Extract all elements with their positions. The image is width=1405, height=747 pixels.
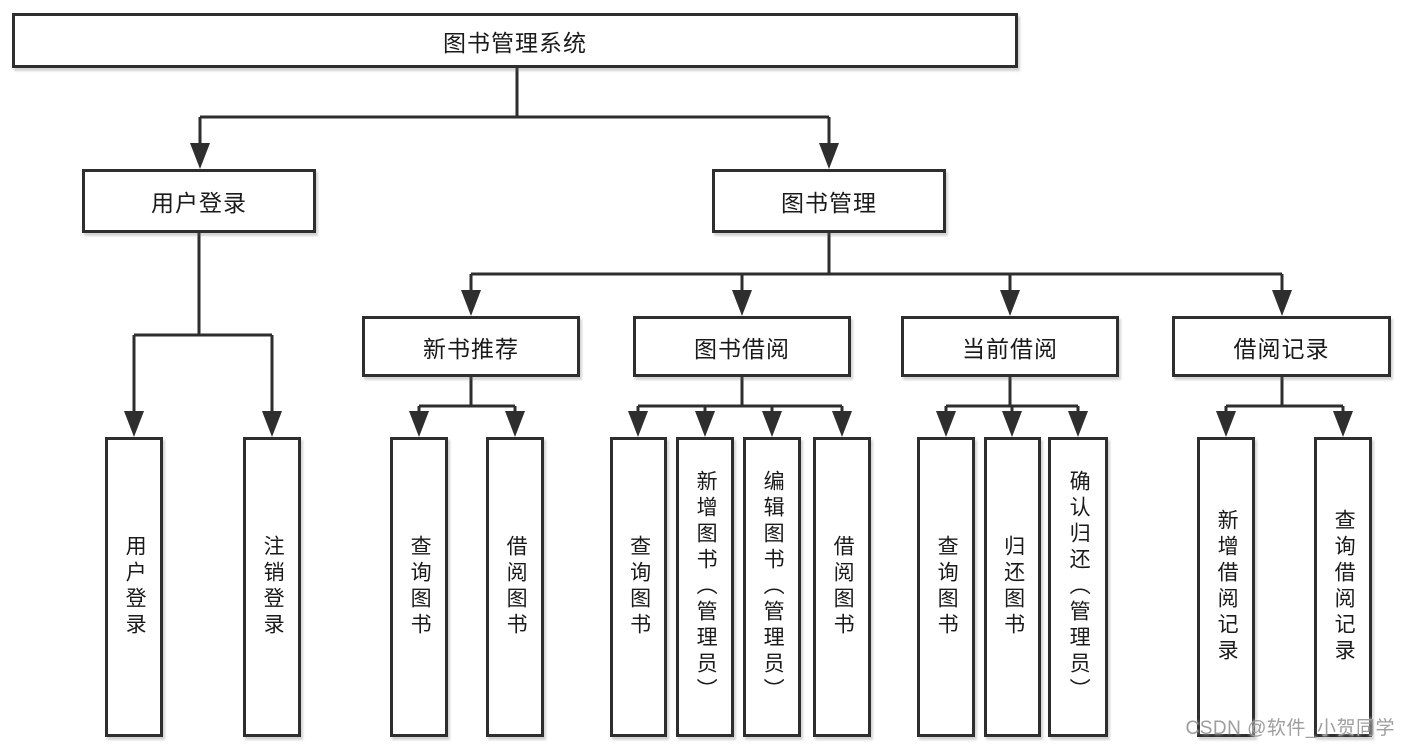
- node-label: 查询借阅记录: [1332, 509, 1356, 665]
- node-label: 新增借阅记录: [1215, 509, 1239, 665]
- node-label: 用户登录: [123, 535, 147, 639]
- node-query-books-current: 查询图书: [917, 437, 975, 737]
- node-label: 注销登录: [261, 535, 285, 639]
- arrowhead: [1272, 290, 1292, 316]
- node-library-system: 图书管理系统: [12, 13, 1018, 68]
- node-edit-books-admin: 编辑图书（管理员）: [743, 437, 801, 737]
- arrowhead: [819, 143, 839, 169]
- node-label: 确认归还（管理员）: [1067, 470, 1091, 704]
- arrowhead: [1002, 411, 1022, 437]
- node-label: 图书借阅: [694, 335, 790, 362]
- node-label: 图书管理: [781, 190, 877, 216]
- arrowhead: [1216, 411, 1236, 437]
- node-label: 用户登录: [151, 190, 247, 216]
- node-label: 查询图书: [627, 535, 651, 639]
- node-borrow-books-recommend: 借阅图书: [486, 437, 544, 737]
- node-query-borrow-record: 查询借阅记录: [1314, 437, 1372, 737]
- node-label: 图书管理系统: [443, 29, 587, 56]
- arrowhead: [505, 411, 525, 437]
- arrowhead: [409, 411, 429, 437]
- node-borrow-books-borrowing: 借阅图书: [813, 437, 871, 737]
- node-user-login: 用户登录: [105, 437, 163, 737]
- node-book-management-branch: 图书管理: [712, 169, 946, 233]
- node-confirm-return-admin: 确认归还（管理员）: [1048, 437, 1108, 737]
- node-label: 当前借阅: [962, 335, 1058, 362]
- node-label: 借阅图书: [504, 535, 528, 639]
- node-label: 新书推荐: [423, 335, 519, 362]
- node-query-books-recommend: 查询图书: [390, 437, 448, 737]
- node-return-books: 归还图书: [984, 437, 1041, 737]
- node-label: 新增图书（管理员）: [694, 470, 718, 704]
- node-label: 查询图书: [408, 535, 432, 639]
- arrowhead: [1333, 411, 1353, 437]
- arrowhead: [762, 411, 782, 437]
- node-query-books-borrowing: 查询图书: [610, 437, 667, 737]
- node-logout: 注销登录: [243, 437, 301, 737]
- node-book-borrowing: 图书借阅: [633, 316, 851, 377]
- arrowhead: [262, 411, 282, 437]
- arrowhead: [461, 290, 481, 316]
- node-label: 借阅记录: [1233, 335, 1330, 362]
- arrowhead: [1000, 290, 1020, 316]
- node-new-book-recommendation: 新书推荐: [362, 316, 580, 377]
- node-label: 查询图书: [935, 535, 959, 639]
- node-borrowing-records: 借阅记录: [1172, 316, 1391, 377]
- arrowhead: [936, 411, 956, 437]
- arrowhead: [1068, 411, 1088, 437]
- arrowhead: [732, 290, 752, 316]
- node-current-borrowing: 当前借阅: [901, 316, 1119, 377]
- node-label: 借阅图书: [831, 535, 855, 639]
- arrowhead: [832, 411, 852, 437]
- arrowhead: [628, 411, 648, 437]
- csdn-watermark: CSDN @软件_小贺同学: [1185, 718, 1395, 739]
- arrowhead: [190, 143, 210, 169]
- arrowhead: [124, 411, 144, 437]
- node-add-borrow-record: 新增借阅记录: [1197, 437, 1255, 737]
- node-user-login-branch: 用户登录: [82, 169, 316, 233]
- node-add-books-admin: 新增图书（管理员）: [676, 437, 734, 737]
- node-label: 编辑图书（管理员）: [761, 470, 785, 704]
- arrowhead: [695, 411, 715, 437]
- node-label: 归还图书: [1001, 535, 1025, 639]
